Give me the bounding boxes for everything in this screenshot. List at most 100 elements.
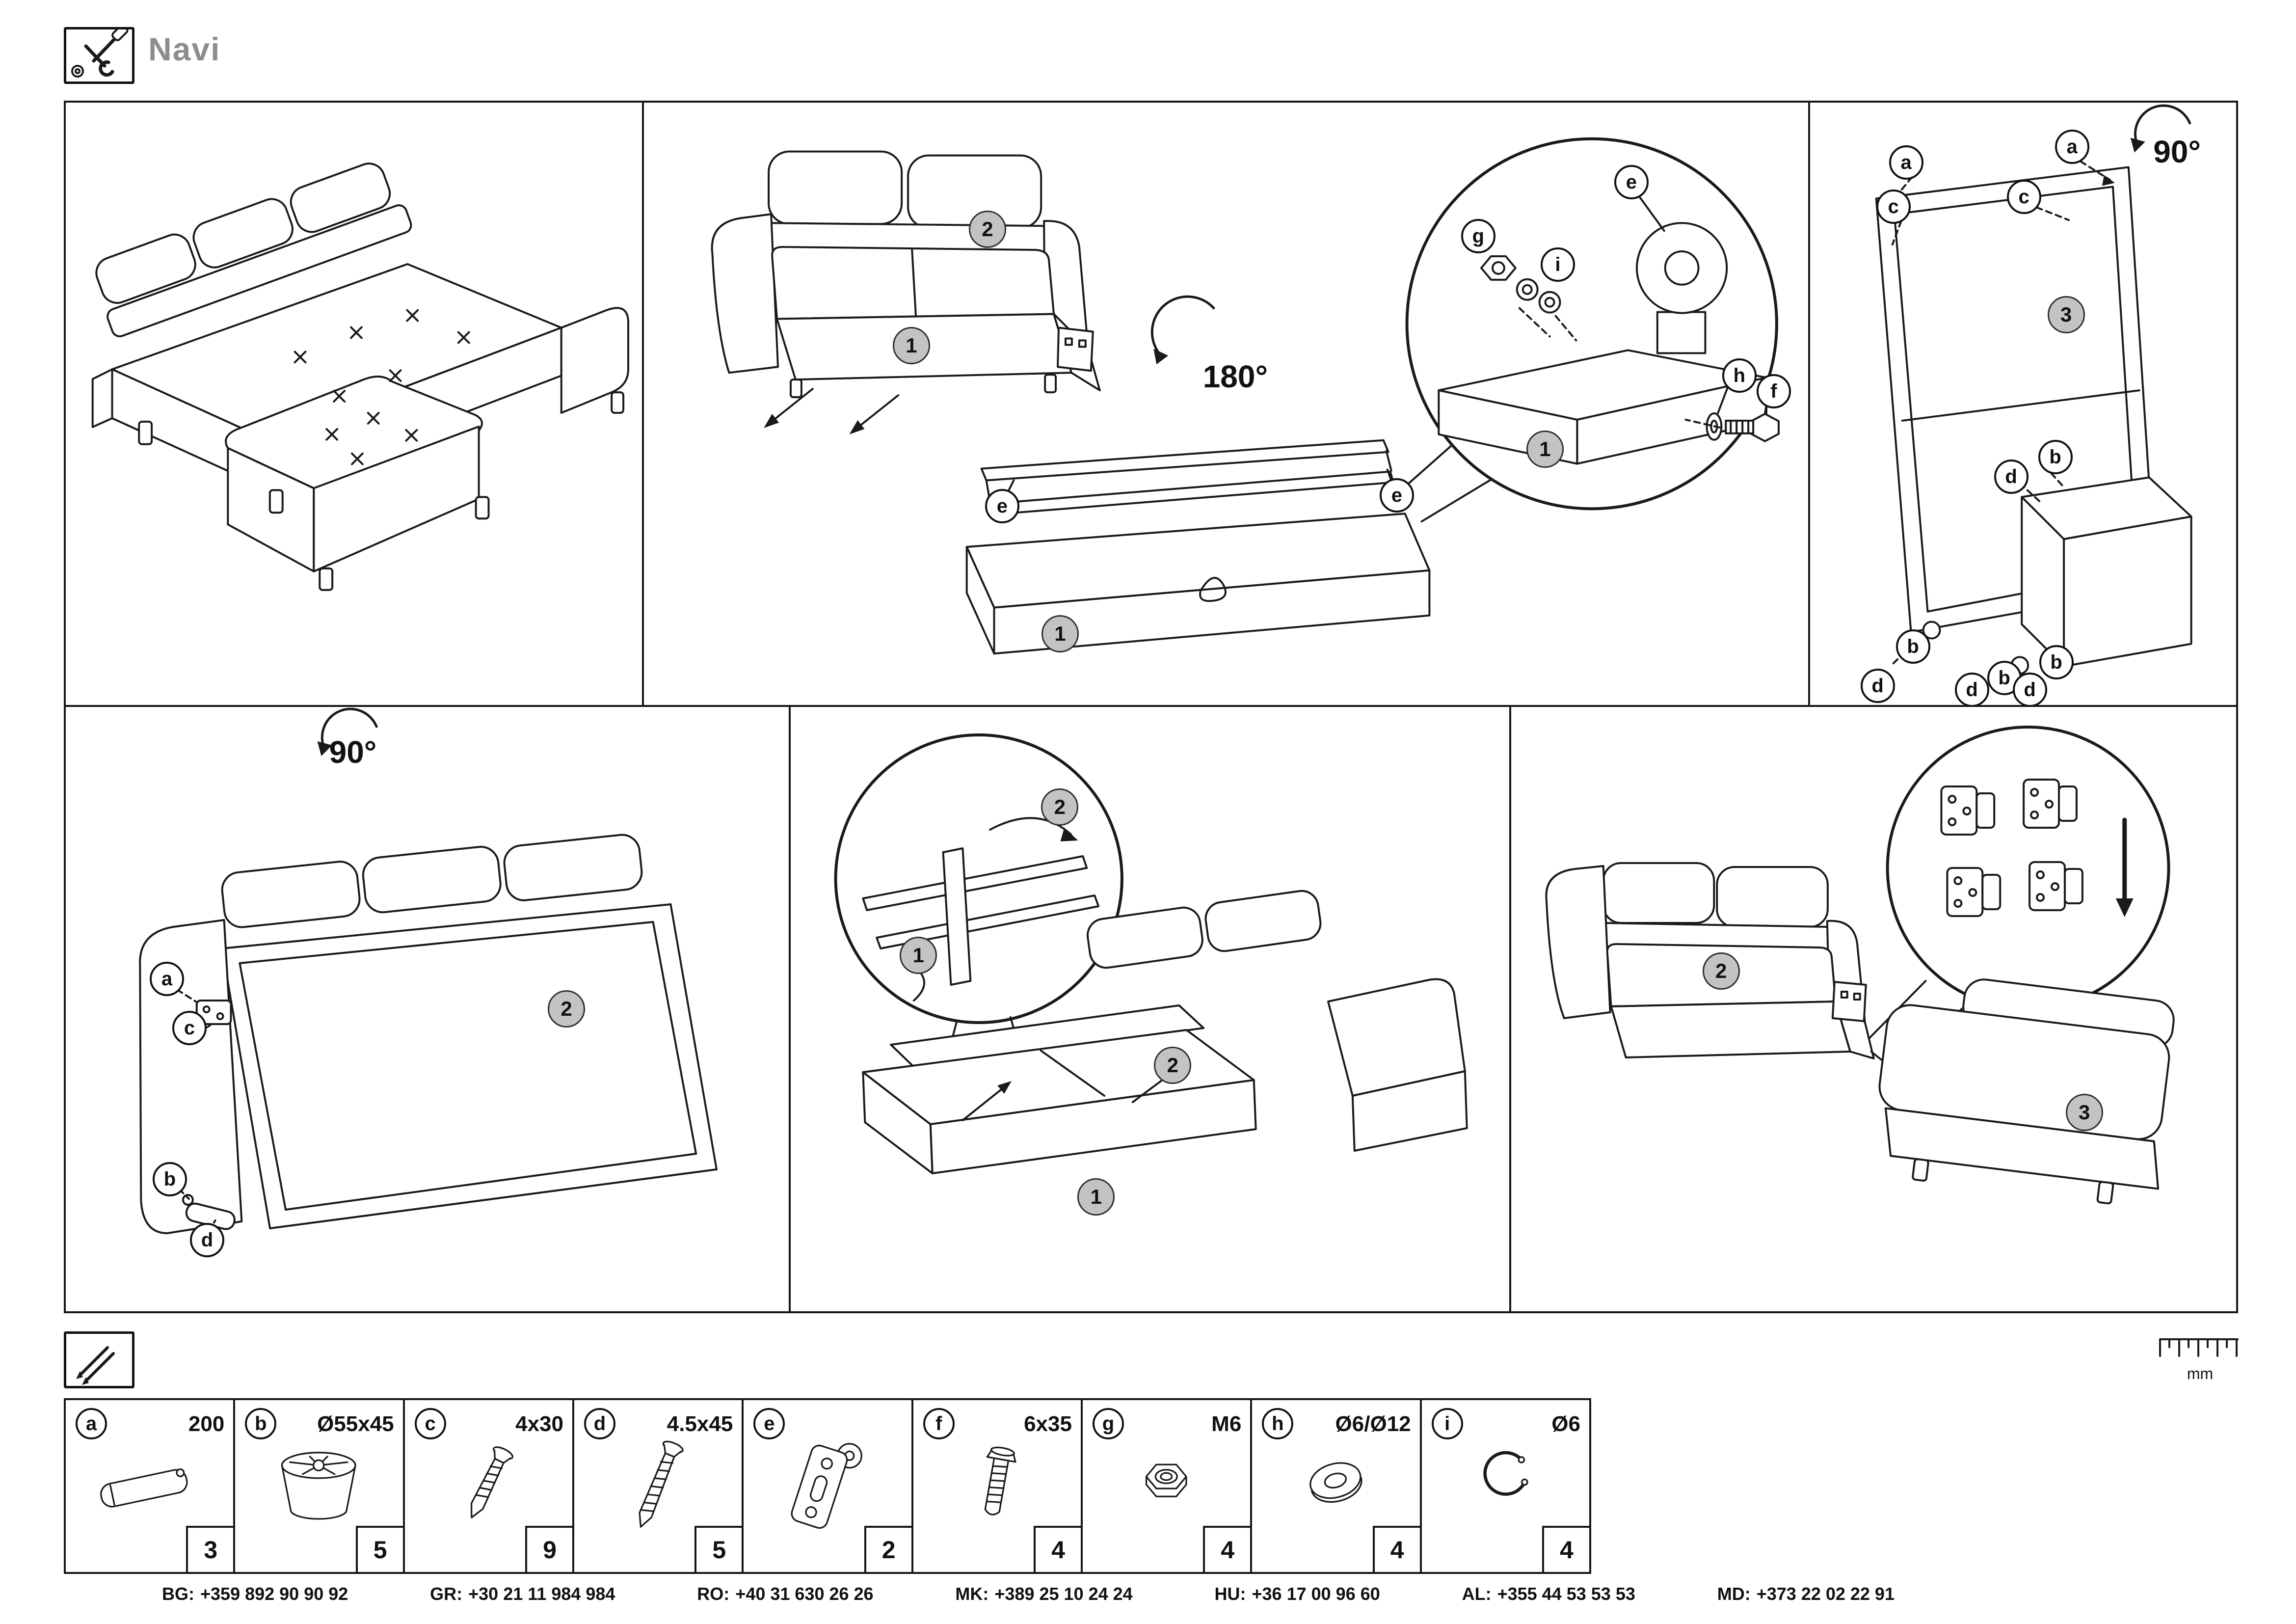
badge-part-b: b — [2039, 645, 2074, 679]
part-drawing-bracket — [791, 1443, 863, 1529]
assembly-steps-grid: 180° 2 1 e e 1 e g i h f 1 — [64, 101, 2238, 1313]
hotline-bg: BG: +359 892 90 90 92 — [162, 1584, 348, 1604]
wrench-screwdriver-icon — [71, 24, 129, 78]
badge-step-2: 2 — [548, 990, 585, 1028]
part-size-f: 6x35 — [1024, 1412, 1072, 1436]
badge-step-1: 1 — [1526, 431, 1564, 468]
badge-step-3: 3 — [2065, 1094, 2103, 1131]
hotline-code: RO: — [697, 1584, 730, 1604]
part-drawing-bolt — [984, 1446, 1016, 1516]
part-letter-d: d — [584, 1408, 615, 1439]
part-drawing-cup-leg — [281, 1452, 357, 1520]
part-cell-d: d 4.5x45 5 — [574, 1400, 744, 1572]
attach-chaise-illustration — [1545, 726, 2175, 1205]
parts-list: a 200 3 b Ø55x45 5 c 4x30 — [64, 1398, 1591, 1574]
panel-bed-extend: 2 1 2 1 — [791, 707, 1511, 1311]
flipped-sofa-illustration — [139, 707, 718, 1234]
badge-step-2: 2 — [1041, 788, 1079, 826]
hotline-code: BG: — [162, 1584, 194, 1604]
part-drawing-screw-small — [470, 1446, 513, 1518]
part-qty-f: 4 — [1033, 1526, 1081, 1572]
badge-step-2: 2 — [1702, 952, 1740, 990]
part-qty-d: 5 — [694, 1526, 742, 1572]
part-cell-i: i Ø6 4 — [1422, 1400, 1589, 1572]
part-drawing-leg — [100, 1468, 188, 1508]
part-size-c: 4x30 — [515, 1412, 563, 1436]
hotline-code: GR: — [430, 1584, 463, 1604]
tools-icon — [64, 24, 134, 84]
part-letter-h: h — [1262, 1408, 1294, 1439]
badge-part-e: e — [1379, 478, 1414, 513]
hotline-number: +36 17 00 96 60 — [1252, 1584, 1380, 1604]
badge-step-2: 2 — [968, 211, 1006, 248]
ruler-unit-label: mm — [2187, 1365, 2214, 1382]
part-cell-b: b Ø55x45 5 — [235, 1400, 405, 1572]
part-letter-g: g — [1092, 1408, 1124, 1439]
part-size-a: 200 — [188, 1412, 225, 1436]
unfold-frame-illustration — [711, 137, 1780, 655]
hotline-al: AL:+355 44 53 53 53 — [1462, 1584, 1635, 1604]
badge-part-f: f — [1756, 374, 1791, 408]
panel-final-product — [66, 103, 644, 707]
ruler-ticks-icon — [2159, 1338, 2239, 1357]
badge-part-b: b — [1896, 629, 1930, 664]
badge-part-a: a — [2055, 130, 2089, 164]
hatch-icon — [64, 1331, 134, 1388]
panel-flip-body: 90° a c 2 b d — [66, 707, 791, 1311]
part-qty-c: 9 — [525, 1526, 572, 1572]
hotline-hu: HU: +36 17 00 96 60 — [1215, 1584, 1380, 1604]
part-size-i: Ø6 — [1551, 1412, 1580, 1436]
support-hotlines: BG: +359 892 90 90 92 GR:+30 21 11 984 98… — [162, 1584, 1895, 1604]
hotline-code: HU: — [1214, 1584, 1246, 1604]
part-letter-f: f — [923, 1408, 955, 1439]
part-size-d: 4.5x45 — [667, 1412, 733, 1436]
badge-part-h: h — [1722, 358, 1757, 393]
badge-step-1: 1 — [1077, 1178, 1115, 1216]
badge-part-e: e — [1614, 165, 1649, 199]
part-qty-i: 4 — [1542, 1526, 1589, 1572]
badge-step-1: 1 — [892, 327, 930, 364]
part-drawing-screw-large — [639, 1440, 684, 1528]
part-drawing-ring — [1483, 1451, 1528, 1496]
badge-step-3: 3 — [2047, 296, 2085, 333]
badge-part-g: g — [1461, 219, 1495, 253]
part-qty-e: 2 — [864, 1526, 911, 1572]
page-title: Navi — [148, 31, 221, 67]
panel-attach-chaise: 2 3 — [1511, 707, 2236, 1311]
part-cell-c: c 4x30 9 — [405, 1400, 574, 1572]
part-drawing-nut — [1145, 1463, 1187, 1497]
hotline-code: MD: — [1717, 1584, 1751, 1604]
part-size-h: Ø6/Ø12 — [1335, 1412, 1411, 1436]
part-letter-c: c — [414, 1408, 446, 1439]
part-qty-h: 4 — [1372, 1526, 1420, 1572]
hotline-number: +30 21 11 984 984 — [468, 1584, 615, 1604]
hotline-number: +355 44 53 53 53 — [1497, 1584, 1635, 1604]
badge-part-b: b — [153, 1162, 187, 1196]
corner-sofa-illustration — [91, 162, 630, 591]
hotline-gr: GR:+30 21 11 984 984 — [430, 1584, 615, 1604]
badge-step-2: 2 — [1154, 1047, 1192, 1084]
part-drawing-washer — [1309, 1462, 1362, 1503]
badge-part-d: d — [1994, 460, 2029, 494]
part-letter-i: i — [1431, 1408, 1463, 1439]
part-letter-a: a — [76, 1408, 107, 1439]
hotline-ro: RO:+40 31 630 26 26 — [697, 1584, 873, 1604]
part-cell-a: a 200 3 — [66, 1400, 236, 1572]
part-letter-b: b — [245, 1408, 277, 1439]
part-cell-f: f 6x35 4 — [913, 1400, 1083, 1572]
hotline-code: AL: — [1462, 1584, 1492, 1604]
panel-frame-mount: 90° a a c c 3 b d b d b d b d — [1810, 103, 2236, 707]
badge-part-a: a — [150, 962, 184, 996]
hotline-number: +373 22 02 22 91 — [1756, 1584, 1895, 1604]
badge-step-1: 1 — [1041, 615, 1079, 652]
badge-part-d: d — [190, 1223, 224, 1257]
badge-part-d: d — [1954, 673, 1989, 705]
panel-unfold-frame: 180° 2 1 e e 1 e g i h f 1 — [643, 103, 1810, 707]
badge-part-c: c — [2006, 180, 2041, 214]
hotline-number: +359 892 90 90 92 — [200, 1584, 348, 1604]
part-size-b: Ø55x45 — [317, 1412, 394, 1436]
hotline-md: MD:+373 22 02 22 91 — [1717, 1584, 1895, 1604]
badge-part-c: c — [1876, 189, 1911, 224]
badge-part-e: e — [985, 489, 1019, 523]
part-cell-g: g M6 4 — [1083, 1400, 1253, 1572]
